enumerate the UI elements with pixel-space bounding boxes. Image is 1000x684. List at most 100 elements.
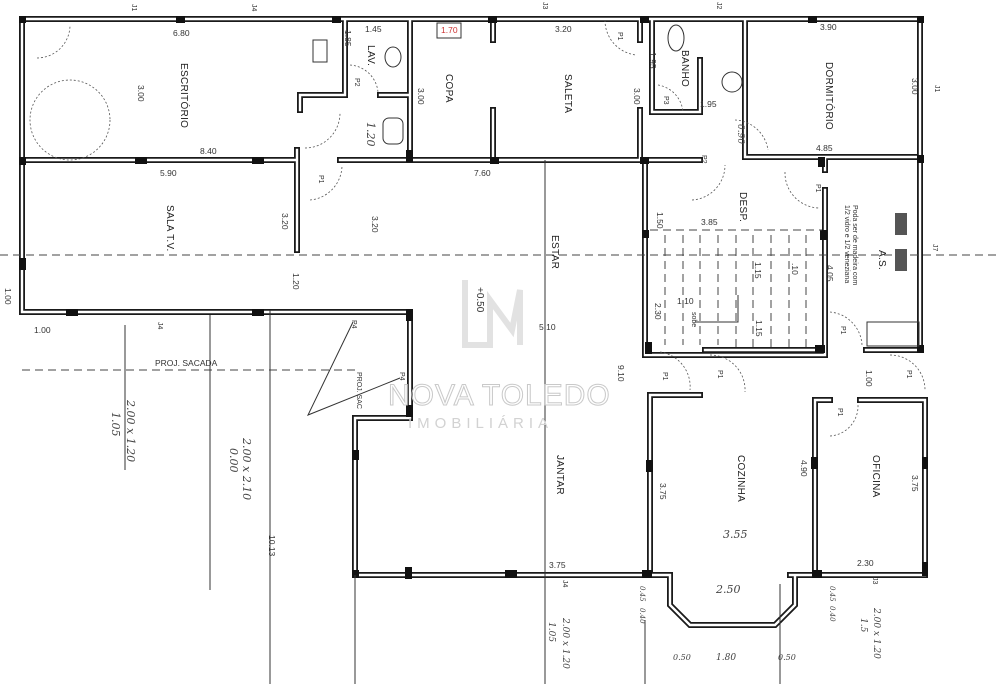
handwritten-dim: 0.45: [828, 586, 836, 602]
door-tag: P1: [616, 32, 623, 41]
dimension: 3.20: [555, 24, 572, 34]
dimension: 5.10: [539, 322, 556, 332]
pillars: [19, 16, 928, 579]
watermark-logo: NOVA TOLEDO IMOBILIÁRIA: [388, 280, 611, 432]
dimension: 10.13: [267, 535, 277, 557]
room-saleta: SALETA: [562, 74, 573, 113]
dimension: 1.00: [864, 370, 874, 387]
level-marker: +0.50: [474, 287, 485, 313]
dimension: 1.45: [365, 24, 382, 34]
handwritten-dim: 3.55: [723, 528, 748, 541]
room-desp: DESP.: [737, 192, 748, 222]
dimension: 4.85: [816, 143, 833, 153]
handwritten-dim: 0.50: [673, 653, 691, 662]
dimension: 3.00: [910, 78, 920, 95]
dimension: 3.00: [136, 85, 146, 102]
dimension: 4.90: [799, 460, 809, 477]
handwritten-dim: 0.45: [638, 586, 646, 602]
handwritten-annotations: 1.20 0.90 3.55 2.50 0.50 1.80 0.50 2.00 …: [109, 122, 881, 669]
window-tag: J1: [933, 85, 940, 93]
window-spec: 2.00 x 1.20: [124, 399, 137, 462]
dimension: 3.90: [820, 22, 837, 32]
room-escritorio: ESCRITÓRIO: [178, 63, 191, 128]
dimension: 1.85: [343, 30, 353, 47]
dimension-labels: 6.80 1.45 1.85 1.70 3.20 3.90 3.00 8.40 …: [3, 22, 920, 570]
window-tag: J1: [130, 4, 137, 12]
dimension: 1.20: [291, 273, 301, 290]
door-tag: P1: [839, 326, 846, 335]
window-tag: J3: [871, 577, 878, 585]
door-tag: P2: [700, 155, 707, 164]
proj-sacada-line: [0, 254, 1000, 371]
room-labels: ESCRITÓRIO LAV. COPA SALETA BANHO DORMIT…: [164, 45, 887, 502]
door-sill: 0.00: [227, 448, 240, 473]
handwritten-dim: 1.20: [364, 122, 377, 147]
dimension: 1.15: [753, 262, 763, 279]
window-sill: 1.5: [858, 618, 868, 633]
room-sala-tv: SALA T.V.: [164, 205, 175, 252]
dimension: 3.00: [416, 88, 426, 105]
room-jantar: JANTAR: [554, 455, 565, 495]
door-swings: [36, 19, 926, 437]
window-tags: J1 J4 J3 J2 J1 J7 J4 J4 J3: [130, 2, 940, 588]
dimension: 1.95: [700, 99, 717, 109]
dimension: 1.00: [3, 288, 13, 305]
dimension: 5.90: [160, 168, 177, 178]
window-tag: J4: [561, 580, 568, 588]
room-copa: COPA: [443, 74, 454, 103]
dimension: 1.95: [648, 52, 658, 69]
window-tag: J3: [541, 2, 548, 10]
dimension: 4.05: [825, 265, 835, 282]
door-tag: P3: [662, 96, 669, 105]
diagonal-guides: [124, 160, 781, 684]
dimension: 9.10: [616, 365, 626, 382]
dimension: 1.15: [754, 320, 764, 337]
dimension: 2.30: [653, 303, 663, 320]
dimension: 1.70: [441, 25, 458, 35]
handwritten-dim: 0.40: [638, 608, 646, 624]
dimension: 3.00: [632, 88, 642, 105]
dimension: 1.00: [34, 325, 51, 335]
door-tag: P1: [716, 370, 723, 379]
dimension: 3.75: [910, 475, 920, 492]
room-estar: ESTAR: [549, 235, 560, 269]
door-tag: P1: [317, 175, 324, 184]
dimension: 6.80: [173, 28, 190, 38]
room-dormitorio: DORMITÓRIO: [823, 62, 836, 130]
dimension: 7.60: [474, 168, 491, 178]
stairs-up-label: sobe: [690, 312, 697, 327]
dimension: 3.75: [658, 483, 668, 500]
room-as: A.S.: [876, 250, 887, 270]
handwritten-dim: 1.80: [716, 653, 736, 663]
handwritten-dim: 0.40: [828, 606, 836, 622]
watermark-name: NOVA TOLEDO: [388, 379, 611, 412]
room-cozinha: COZINHA: [735, 455, 746, 502]
dimension: 1.50: [655, 212, 665, 229]
proj-sac-label: PROJ. SAC: [355, 372, 362, 409]
handwritten-dim: 0.90: [735, 124, 745, 144]
window-sill: 1.05: [546, 622, 556, 642]
door-tag: P4: [398, 372, 405, 381]
dimension: 1.10: [677, 296, 694, 306]
room-oficina: OFICINA: [870, 455, 881, 498]
dimension: 3.75: [549, 560, 566, 570]
window-sill: 1.05: [109, 412, 122, 437]
room-lav: LAV.: [365, 45, 376, 66]
watermark-sub: IMOBILIÁRIA: [408, 415, 553, 432]
fixtures: [29, 22, 920, 347]
window-tag: J2: [715, 2, 722, 10]
as-note-line1: Poda ser de madeira com: [851, 205, 858, 285]
door-tag: P4: [350, 320, 357, 329]
door-tag: P1: [836, 408, 843, 417]
window-tag: J4: [156, 322, 163, 330]
dimension: 3.20: [280, 213, 290, 230]
door-tag: P1: [814, 184, 821, 193]
proj-sacada-label: PROJ. SACADA: [155, 358, 218, 368]
window-spec: 2.00 x 1.20: [560, 617, 570, 669]
window-tag: J7: [931, 244, 938, 252]
stairs: [650, 229, 822, 350]
dimension: .10: [790, 263, 800, 275]
door-tag: P2: [353, 78, 360, 87]
as-note-line2: 1/2 vidro e 1/2 veneziana: [843, 205, 850, 283]
